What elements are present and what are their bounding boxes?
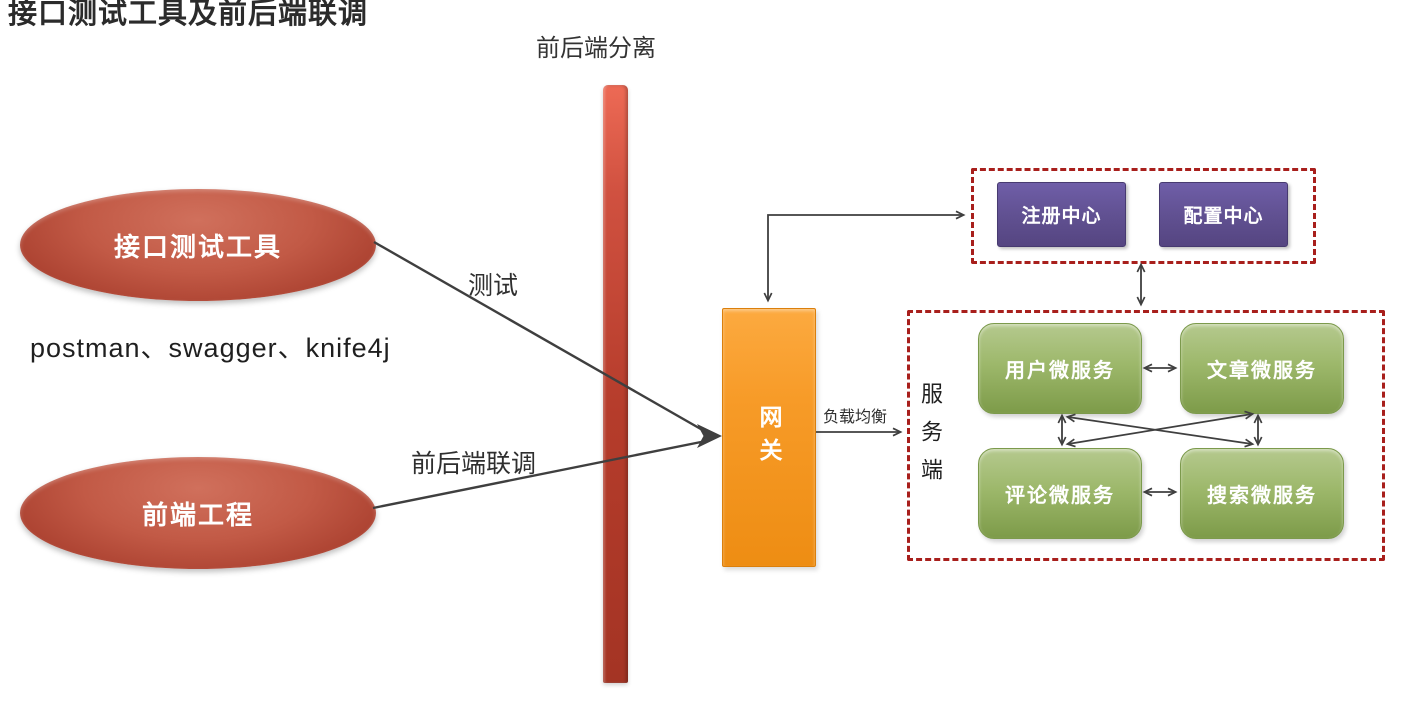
api-test-tools-label: 接口测试工具 <box>113 231 282 262</box>
config-center-label: 配置中心 <box>1183 206 1264 227</box>
search-microservice-box: 搜索微服务 <box>1180 448 1344 539</box>
joint-debug-edge-label: 前后端联调 <box>411 450 537 478</box>
separation-label: 前后端分离 <box>536 35 656 62</box>
registry-center-label: 注册中心 <box>1021 206 1102 227</box>
api-test-tools-ellipse: 接口测试工具 <box>20 189 376 301</box>
user-microservice-label: 用户微服务 <box>1005 360 1115 382</box>
page-title: 接口测试工具及前后端联调 <box>8 0 369 30</box>
tools-list-text: postman、swagger、knife4j <box>30 333 391 363</box>
frontend-project-label: 前端工程 <box>141 499 254 530</box>
frontend-backend-separation-bar <box>603 85 628 683</box>
frontend-project-ellipse: 前端工程 <box>20 457 376 569</box>
user-microservice-box: 用户微服务 <box>978 323 1142 414</box>
gateway-arrowhead <box>697 424 722 448</box>
server-side-group <box>907 310 1385 561</box>
gateway-box: 网关 <box>722 308 816 567</box>
comment-microservice-label: 评论微服务 <box>1005 485 1115 507</box>
article-microservice-box: 文章微服务 <box>1180 323 1344 414</box>
gateway-label: 网关 <box>756 404 782 471</box>
config-center-box: 配置中心 <box>1159 182 1288 247</box>
arrow-test-to-gateway <box>373 240 707 434</box>
load-balance-edge-label: 负载均衡 <box>823 409 888 426</box>
search-microservice-label: 搜索微服务 <box>1207 485 1317 507</box>
test-edge-label: 测试 <box>468 272 519 300</box>
arrow-gateway-registry-elbow <box>763 210 966 303</box>
article-microservice-label: 文章微服务 <box>1207 360 1317 382</box>
registry-center-box: 注册中心 <box>997 182 1126 247</box>
comment-microservice-box: 评论微服务 <box>978 448 1142 539</box>
server-side-label: 服务端 <box>918 382 943 496</box>
